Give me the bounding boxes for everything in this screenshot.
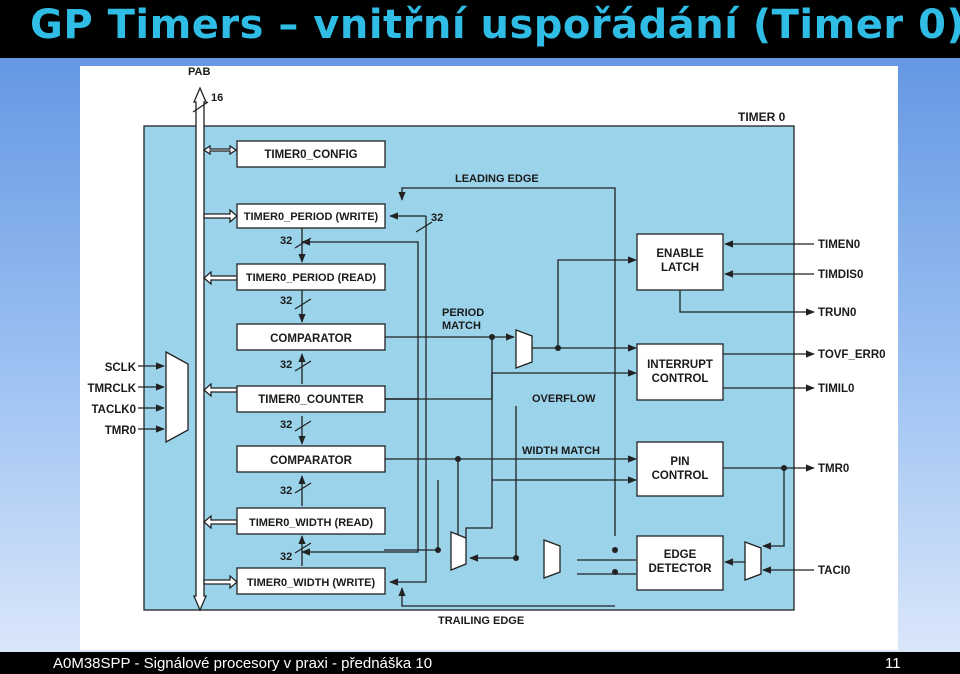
period-match-label-2: MATCH: [442, 320, 481, 332]
width-32-a: 32: [280, 235, 292, 247]
footer-bar: [0, 652, 960, 674]
comparator-2-label: COMPARATOR: [270, 455, 352, 467]
comparator-1-block: [236, 323, 386, 351]
pin-tmr0: TMR0: [818, 463, 849, 475]
width-read-label: TIMER0_WIDTH (READ): [249, 517, 373, 529]
input-sclk: SCLK: [105, 362, 137, 374]
interrupt-control-block: [636, 343, 724, 401]
interrupt-control-label-2: CONTROL: [652, 373, 709, 385]
signal-routing: [384, 256, 637, 575]
pin-control-label-2: CONTROL: [652, 470, 709, 482]
title-bar: [0, 0, 960, 58]
comparator-1-label: COMPARATOR: [270, 333, 352, 345]
input-tmrclk: TMRCLK: [87, 383, 136, 395]
overflow-label: OVERFLOW: [532, 393, 596, 405]
width-32-d: 32: [280, 419, 292, 431]
width-mux: [450, 531, 467, 571]
enable-latch-label-1: ENABLE: [656, 248, 704, 260]
pin-control-label-1: PIN: [670, 456, 689, 468]
edge-paths: [398, 187, 616, 607]
slide-title: GP Timers – vnitřní uspořádání (Timer 0): [30, 2, 960, 48]
trailing-edge-label: TRAILING EDGE: [438, 615, 524, 627]
pin-taci0: TACI0: [818, 565, 850, 577]
edge-mux: [543, 539, 561, 579]
edge-detector-block: [636, 535, 724, 591]
width-write-block: [236, 567, 386, 595]
pin-timen0: TIMEN0: [818, 239, 860, 251]
taci-mux: [744, 541, 762, 581]
counter-block: [236, 385, 386, 413]
period-mux: [515, 329, 533, 369]
page-number: 11: [885, 655, 901, 672]
enable-latch-block: [636, 233, 724, 291]
external-pins: [679, 240, 815, 574]
timer-label: TIMER 0: [738, 110, 786, 124]
config-label: TIMER0_CONFIG: [264, 149, 357, 161]
period-write-label: TIMER0_PERIOD (WRITE): [244, 211, 379, 223]
edge-detector-label-1: EDGE: [664, 549, 697, 561]
bus-taps: [202, 144, 238, 590]
width-32-b: 32: [280, 295, 292, 307]
pab-bus: [193, 86, 207, 612]
period-write-block: [236, 203, 386, 229]
pab-width: 16: [211, 92, 223, 104]
width-32-g: 32: [431, 212, 443, 224]
pin-control-block: [636, 441, 724, 497]
footer-text: A0M38SPP - Signálové procesory v praxi -…: [53, 655, 433, 672]
period-read-label: TIMER0_PERIOD (READ): [246, 272, 377, 284]
interrupt-control-label-1: INTERRUPT: [647, 359, 713, 371]
pin-timdis0: TIMDIS0: [818, 269, 863, 281]
timer0-block-diagram: TIMER 0 PAB 16 TIMER0_CONFIG TIMER0_PERI…: [87, 66, 886, 627]
pin-tovf-err0: TOVF_ERR0: [818, 349, 886, 361]
width-32-f: 32: [280, 551, 292, 563]
config-block: [236, 140, 386, 168]
edge-detector-label-2: DETECTOR: [648, 563, 712, 575]
pin-trun0: TRUN0: [818, 307, 856, 319]
enable-latch-label-2: LATCH: [661, 262, 699, 274]
width-32-e: 32: [280, 485, 292, 497]
pin-timil0: TIMIL0: [818, 383, 854, 395]
comparator-2-block: [236, 445, 386, 473]
period-match-label-1: PERIOD: [442, 307, 484, 319]
pab-label: PAB: [188, 66, 210, 78]
period-read-block: [236, 263, 386, 291]
leading-edge-label: LEADING EDGE: [455, 173, 539, 185]
width-32-c: 32: [280, 359, 292, 371]
clock-select-mux: [165, 350, 189, 444]
width-write-label: TIMER0_WIDTH (WRITE): [247, 577, 376, 589]
input-taclk0: TACLK0: [91, 404, 136, 416]
width-read-block: [236, 507, 386, 535]
width-match-label: WIDTH MATCH: [522, 445, 600, 457]
input-tmr0: TMR0: [105, 425, 136, 437]
counter-label: TIMER0_COUNTER: [258, 394, 364, 406]
